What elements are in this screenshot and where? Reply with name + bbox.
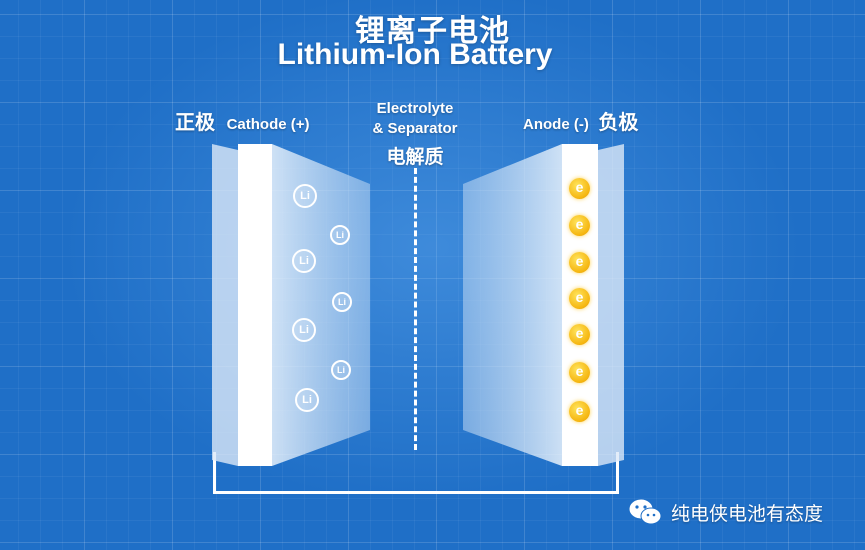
electrolyte-label-cn: 电解质	[386, 146, 444, 168]
wechat-icon	[628, 498, 662, 525]
electron: e	[569, 324, 590, 345]
anode-back-plate	[598, 144, 624, 466]
lithium-ion: Li	[332, 292, 352, 312]
electron: e	[569, 215, 590, 236]
anode-label-cn: 负极	[598, 110, 639, 134]
electron: e	[569, 178, 590, 199]
electrolyte-label-line2: & Separator	[372, 120, 458, 137]
lithium-ion: Li	[331, 360, 351, 380]
external-circuit-wire	[213, 452, 619, 494]
title-english: Lithium-Ion Battery	[277, 38, 553, 71]
lithium-ion: Li	[292, 249, 316, 273]
title-chinese: 锂离子电池	[355, 14, 510, 49]
cathode-label-en: Cathode (+)	[226, 116, 310, 133]
anode-label-en: Anode (-)	[523, 116, 589, 133]
cathode-label-cn: 正极	[175, 110, 215, 134]
lithium-ion: Li	[295, 388, 319, 412]
cathode-slab	[272, 144, 370, 466]
anode-label: Anode (-) 负极	[523, 106, 638, 135]
lithium-ion: Li	[293, 184, 317, 208]
electron: e	[569, 288, 590, 309]
watermark: 纯电侠电池有态度	[627, 496, 823, 528]
electron: e	[569, 401, 590, 422]
separator-dashed-line	[414, 168, 417, 450]
anode-slab	[463, 144, 562, 466]
lithium-ion: Li	[292, 318, 316, 342]
electron: e	[569, 362, 590, 383]
cathode-plate	[238, 144, 272, 466]
watermark-text: 纯电侠电池有态度	[671, 502, 824, 525]
electrolyte-label-line1: Electrolyte	[376, 100, 454, 117]
lithium-ion: Li	[330, 225, 350, 245]
cathode-label: 正极 Cathode (+)	[175, 106, 310, 135]
electron: e	[569, 252, 590, 273]
cathode-back-plate	[212, 144, 238, 466]
